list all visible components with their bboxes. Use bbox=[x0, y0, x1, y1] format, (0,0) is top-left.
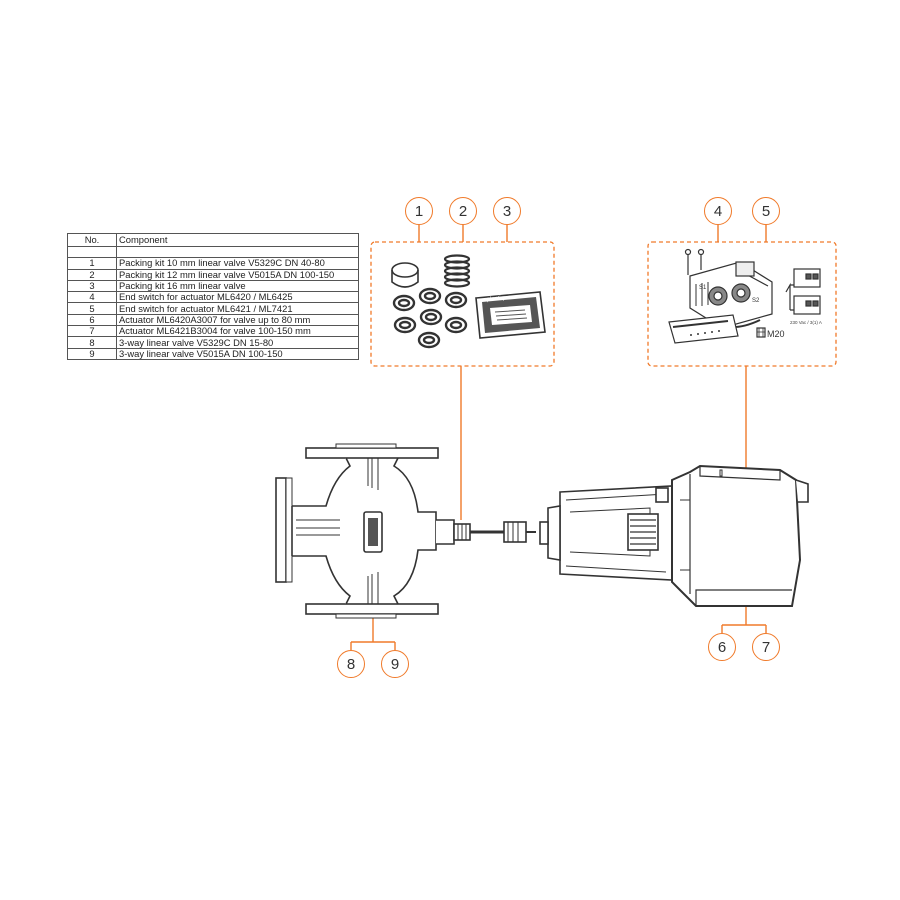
switch-assembly bbox=[689, 261, 773, 329]
callout-5: 5 bbox=[752, 197, 780, 225]
packet-label: plastique bbox=[487, 295, 512, 303]
callout-6: 6 bbox=[708, 633, 736, 661]
s1-label: S1 bbox=[699, 285, 707, 291]
callout-1: 1 bbox=[405, 197, 433, 225]
actuator bbox=[539, 464, 809, 607]
spring-icon bbox=[443, 254, 471, 288]
m20-label: M20 bbox=[767, 329, 785, 339]
o-ring-set bbox=[392, 287, 468, 349]
three-way-valve bbox=[275, 443, 536, 619]
terminal-block bbox=[785, 268, 821, 315]
grease-packet-icon bbox=[475, 291, 546, 339]
row-component: 3-way linear valve V5015A DN 100-150 bbox=[116, 347, 359, 360]
end-switch-kit bbox=[668, 248, 821, 344]
voltage-label: 230 Vac / 3(1) A bbox=[790, 320, 822, 325]
callout-8: 8 bbox=[337, 650, 365, 678]
callout-2: 2 bbox=[449, 197, 477, 225]
packing-kit-box bbox=[370, 241, 555, 367]
callout-3: 3 bbox=[493, 197, 521, 225]
callout-4: 4 bbox=[704, 197, 732, 225]
table-row: 9 3-way linear valve V5015A DN 100-150 bbox=[67, 347, 359, 360]
cable-gland-icon bbox=[756, 327, 766, 338]
label-strip bbox=[668, 314, 739, 344]
screw-icon bbox=[684, 248, 705, 275]
s2-label: S2 bbox=[752, 298, 760, 304]
callout-9: 9 bbox=[381, 650, 409, 678]
table-row: 2 Packing kit 12 mm linear valve V5015A … bbox=[67, 268, 359, 281]
parts-table: No. Component 1 Packing kit 10 mm linear… bbox=[67, 233, 359, 360]
packing-kit bbox=[391, 254, 546, 349]
callout-7: 7 bbox=[752, 633, 780, 661]
table-spacer-row bbox=[67, 245, 359, 259]
packing-cap bbox=[391, 262, 419, 288]
